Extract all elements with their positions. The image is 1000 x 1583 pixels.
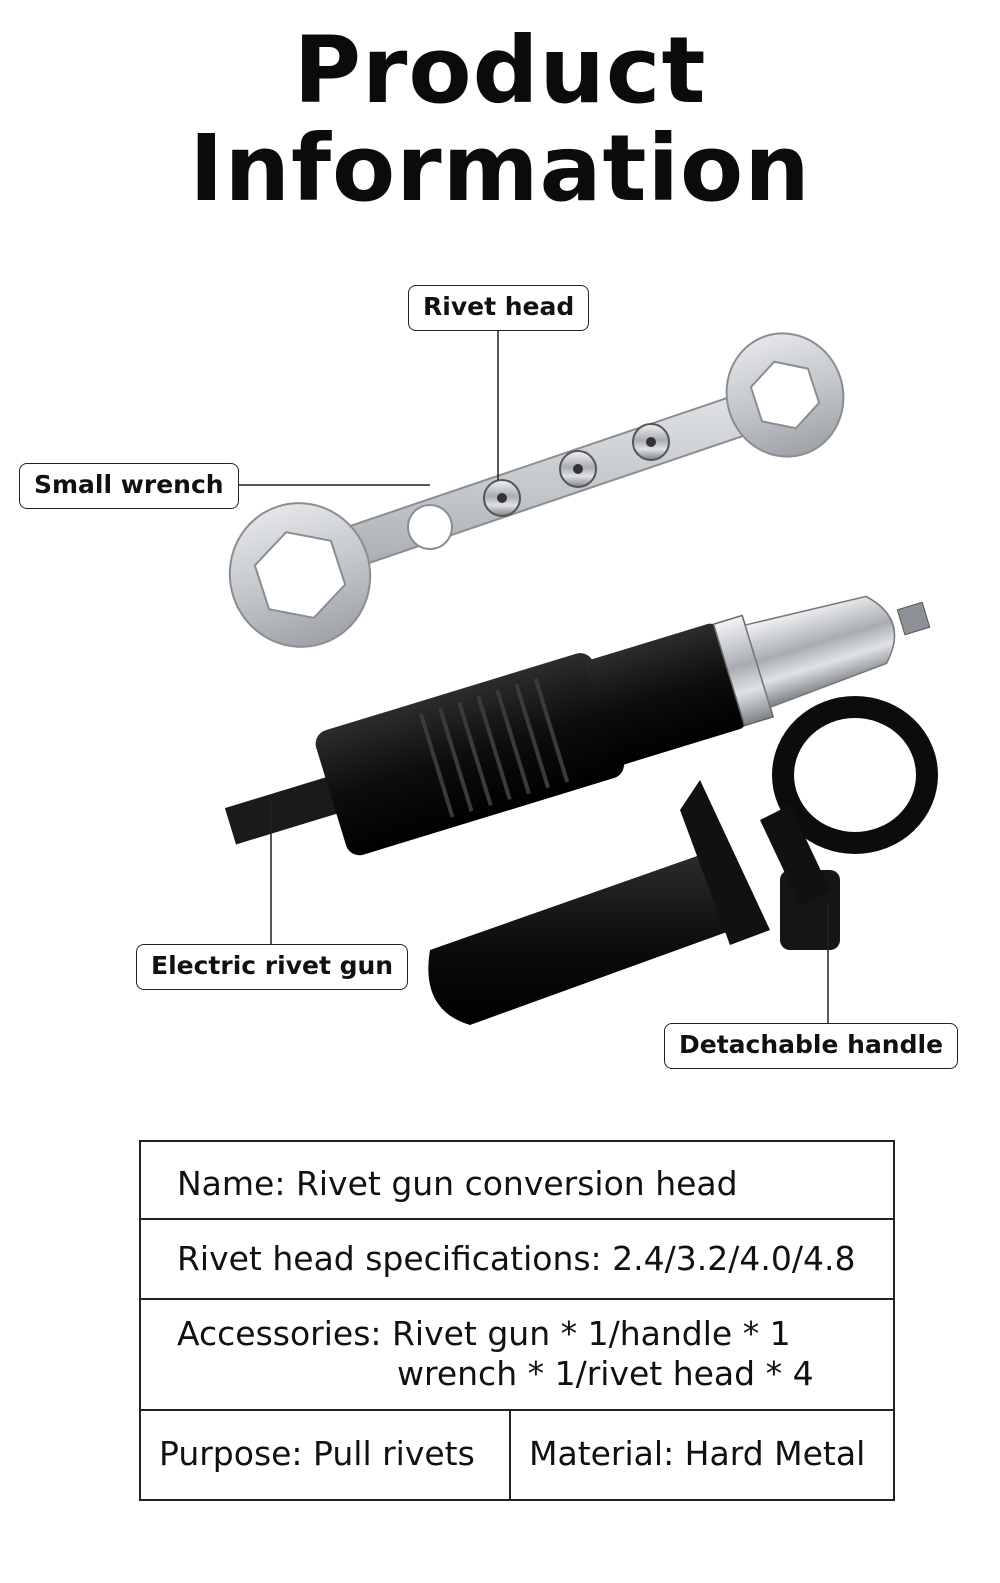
spec-table: Name: Rivet gun conversion head Rivet he… [139, 1140, 895, 1501]
title-line-1: Product [293, 17, 707, 124]
spec-accessories-line-1: Accessories: Rivet gun * 1/handle * 1 [177, 1314, 791, 1353]
callout-leader-lines [220, 330, 829, 1023]
electric-rivet-gun-label: Electric rivet gun [136, 944, 409, 990]
spec-rivet-head: Rivet head specifications: 2.4/3.2/4.0/4… [141, 1220, 893, 1300]
spec-accessories-line-2: wrench * 1/rivet head * 4 [397, 1354, 814, 1393]
rivet-head-image [483, 423, 670, 517]
spec-bottom-row: Purpose: Pull rivets Material: Hard Meta… [141, 1411, 893, 1499]
spec-purpose: Purpose: Pull rivets [141, 1411, 511, 1499]
spec-accessories: Accessories: Rivet gun * 1/handle * 1 wr… [141, 1300, 893, 1411]
small-wrench-label: Small wrench [19, 463, 239, 509]
rivet-head-label: Rivet head [408, 285, 590, 331]
spec-material: Material: Hard Metal [529, 1434, 866, 1473]
detachable-handle-label: Detachable handle [664, 1023, 959, 1069]
electric-rivet-gun-image [224, 595, 931, 856]
product-illustration [220, 330, 938, 1025]
small-wrench-image [228, 332, 845, 648]
title-line-2: Information [189, 115, 811, 222]
page-title: Product Information [0, 22, 1000, 218]
spec-name: Name: Rivet gun conversion head [141, 1142, 893, 1220]
detachable-handle-image [428, 696, 938, 1025]
